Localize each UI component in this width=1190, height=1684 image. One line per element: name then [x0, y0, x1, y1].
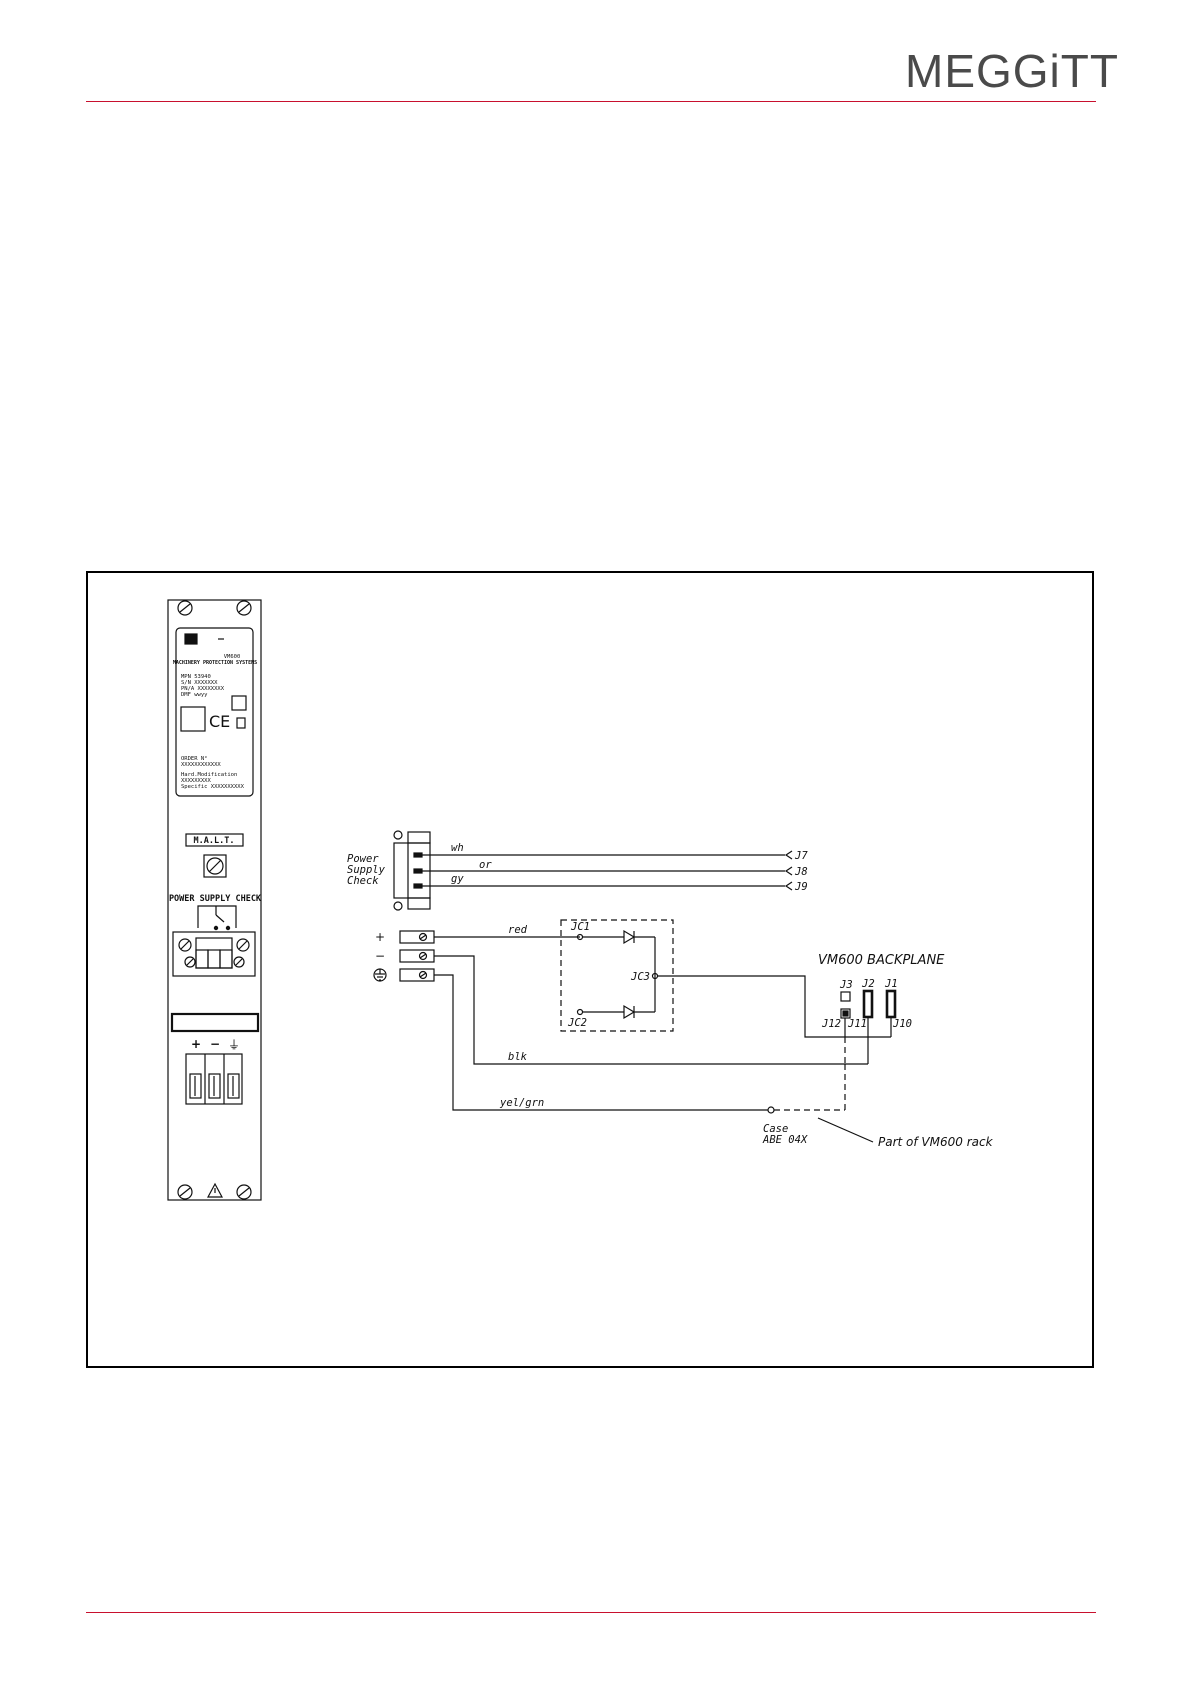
panel-minus-label: −	[210, 1037, 220, 1051]
terminal-ground	[399, 968, 435, 982]
blank-label-slot	[170, 1012, 260, 1033]
wire-blk-label: blk	[508, 1051, 528, 1063]
jumper-j2	[862, 989, 874, 1019]
panel-plus-label: +	[191, 1037, 201, 1051]
jc3-label: JC3	[630, 971, 650, 983]
front-panel: CE	[167, 599, 262, 1201]
ground-icon	[373, 968, 387, 982]
terminal-plus	[399, 930, 435, 944]
wire-blk	[434, 955, 868, 1065]
qr-code-icon	[180, 706, 206, 732]
malt-connector	[203, 854, 227, 878]
jumper-j1-label: J1	[884, 978, 898, 990]
screw-icon	[177, 600, 193, 616]
jumper-j2-label: J2	[861, 978, 875, 990]
diagram-frame	[86, 571, 1094, 1368]
jc2-label: JC2	[567, 1017, 587, 1029]
terminal-plus-label: +	[375, 930, 385, 944]
jumper-j3	[840, 991, 851, 1002]
eac-mark-icon	[231, 695, 247, 711]
label-model: VM600	[224, 654, 241, 660]
label-modification-value: XXXXXXXXX	[181, 778, 211, 784]
wire-yelgrn	[434, 974, 768, 1111]
jack-j7-icon	[784, 850, 793, 860]
panel-ground-icon: ⏚	[228, 1038, 240, 1052]
backplane-label: VM600 BACKPLANE	[818, 953, 945, 968]
jack-j9-label: J9	[794, 881, 808, 893]
brand-mark-icon	[184, 633, 198, 645]
connector-mount-hole	[393, 901, 403, 911]
warning-triangle-icon	[206, 1182, 224, 1198]
jc2-node	[576, 1008, 584, 1016]
psc-label-line3: Check	[347, 875, 379, 887]
label-modification: Hard.Modification	[181, 772, 237, 778]
jack-j7-label: J7	[794, 850, 808, 862]
jack-j9-icon	[784, 881, 793, 891]
diode-icon	[623, 1004, 636, 1020]
label-pn: PN/A XXXXXXXX	[181, 686, 225, 692]
wire-gy-label: gy	[451, 873, 464, 885]
wire-output	[657, 975, 845, 1038]
diode-module-box	[560, 919, 674, 1032]
connector-mount-hole	[393, 830, 403, 840]
psc-connector	[172, 931, 256, 977]
label-order-value: XXXXXXXXXXXX	[181, 762, 221, 768]
label-specific: Specific XXXXXXXXXX	[181, 784, 245, 790]
case-node	[767, 1106, 775, 1114]
wire-yelgrn-label: yel/grn	[499, 1097, 544, 1109]
ce-mark-icon: CE	[209, 712, 230, 731]
label-order: ORDER N°	[181, 756, 208, 762]
terminal-minus	[399, 949, 435, 963]
screw-icon	[236, 600, 252, 616]
meggitt-logo: MEGGiTT	[905, 45, 1119, 97]
jumper-j12-label: J12	[821, 1018, 841, 1030]
product-label-card	[175, 627, 254, 797]
diode-icon	[623, 929, 636, 945]
label-dmf: DMF wwyy	[181, 692, 208, 698]
weee-mark-icon	[236, 717, 246, 729]
jumper-j11-label: J11	[847, 1018, 867, 1030]
jumper-j1	[885, 989, 897, 1019]
label-system: MACHINERY PROTECTION SYSTEMS	[173, 660, 257, 666]
psc-panel-label: POWER SUPPLY CHECK	[169, 894, 262, 904]
psc-label-line2: Supply	[347, 864, 386, 876]
jumper-j3-label: J3	[839, 979, 853, 991]
header-rule	[86, 101, 1096, 102]
psc-label-line1: Power	[347, 853, 379, 865]
malt-label-box	[185, 833, 244, 847]
case-part-label: ABE 04X	[762, 1134, 808, 1146]
wire-red-label: red	[508, 924, 528, 936]
jumper-j10-label: J10	[892, 1018, 912, 1030]
screw-icon	[177, 1184, 193, 1200]
jack-j8-icon	[784, 866, 793, 876]
jack-j8-label: J8	[794, 866, 808, 878]
case-label: Case	[763, 1123, 788, 1135]
screw-icon	[236, 1184, 252, 1200]
schematic	[373, 830, 897, 1143]
wire-wh-label: wh	[451, 842, 464, 854]
label-sn: S/N XXXXXXX	[181, 680, 218, 686]
terminal-minus-label: −	[375, 949, 385, 963]
malt-label: M.A.L.T.	[194, 836, 235, 846]
wire-or-label: or	[479, 859, 492, 871]
power-terminal-block	[185, 1053, 243, 1105]
footer-rule	[86, 1612, 1096, 1613]
rack-note: Part of VM600 rack	[878, 1135, 994, 1149]
jc1-label: JC1	[570, 921, 590, 933]
label-mpn: MPN 53940	[181, 674, 211, 680]
